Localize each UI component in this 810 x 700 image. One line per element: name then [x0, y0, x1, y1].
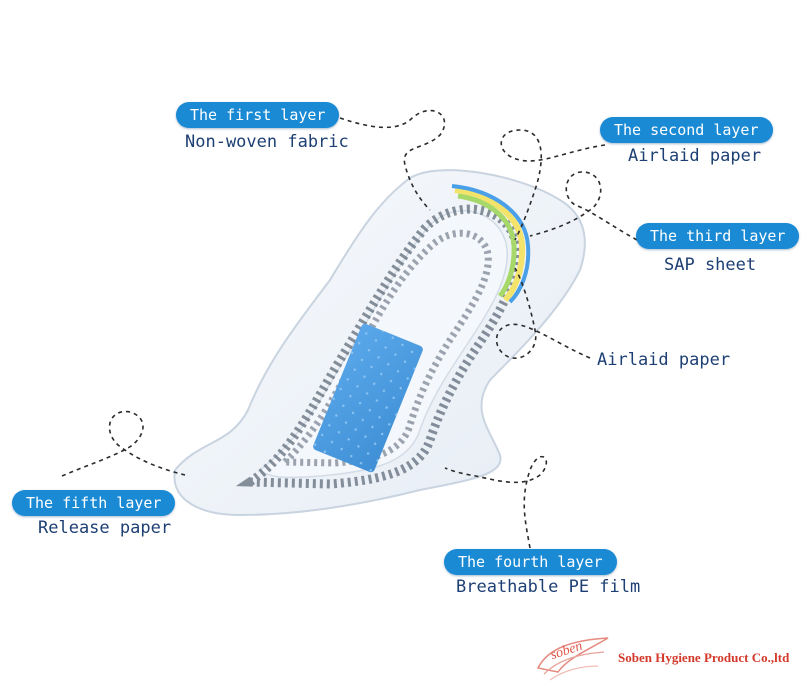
leader-third: [529, 171, 638, 241]
label-fifth-layer-title: The fifth layer: [12, 490, 176, 516]
leader-fifth: [61, 410, 186, 477]
leader-airlaid: [495, 267, 591, 359]
label-fourth-layer-title: The fourth layer: [444, 549, 617, 575]
label-first-layer-title: The first layer: [176, 102, 340, 128]
label-first-layer-desc: Non-woven fabric: [185, 132, 349, 152]
leader-fourth: [444, 456, 548, 549]
label-third-layer-desc: SAP sheet: [664, 255, 757, 275]
layer-edge-yellow: [454, 187, 526, 303]
label-airlaid-desc: Airlaid paper: [597, 350, 731, 370]
company-name: Soben Hygiene Product Co.,ltd: [618, 650, 790, 665]
leader-first: [339, 109, 446, 211]
layer-edge-blue: [451, 184, 531, 304]
label-third-layer-title: The third layer: [636, 223, 800, 249]
label-fourth-layer-desc: Breathable PE film: [456, 577, 641, 597]
label-fifth-layer-desc: Release paper: [38, 518, 172, 538]
leader-lines: [61, 109, 638, 549]
label-second-layer-title: The second layer: [600, 117, 773, 143]
layer-edge-green: [457, 193, 517, 298]
pad-groove-inner: [276, 229, 492, 467]
soben-logo: soben: [536, 637, 609, 681]
label-second-layer-desc: Airlaid paper: [628, 146, 762, 166]
leader-second: [500, 129, 606, 241]
absorbent-strip-group: [313, 323, 423, 473]
